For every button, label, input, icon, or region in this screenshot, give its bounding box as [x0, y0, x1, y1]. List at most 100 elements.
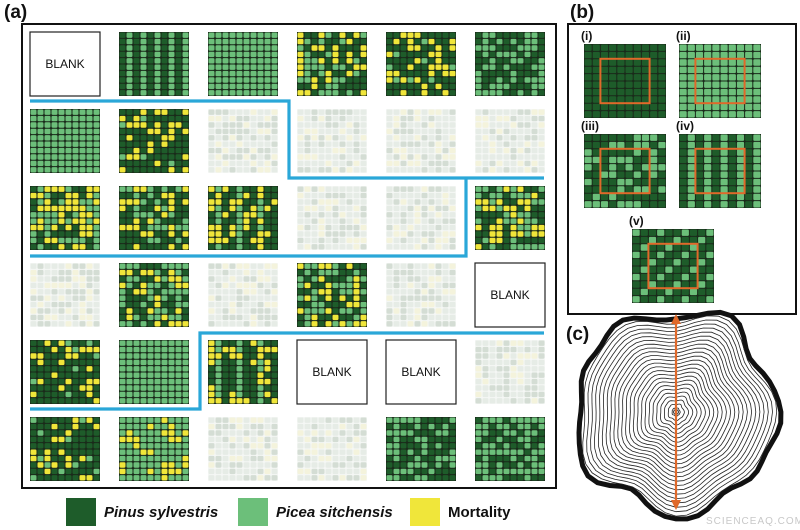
tree-cell	[510, 154, 517, 160]
tree-cell	[236, 366, 243, 372]
tree-cell	[208, 436, 215, 443]
tree-cell	[414, 122, 421, 128]
tree-cell	[517, 51, 524, 58]
tree-cell	[140, 58, 147, 64]
tree-cell	[421, 122, 428, 128]
tree-cell	[133, 314, 140, 321]
tree-cell	[400, 224, 407, 231]
tree-cell	[414, 314, 421, 321]
tree-cell	[428, 289, 435, 295]
tree-cell	[658, 201, 666, 208]
tree-cell	[182, 359, 189, 366]
tree-cell	[435, 135, 442, 141]
tree-cell	[712, 66, 720, 74]
tree-cell	[503, 186, 510, 192]
tree-cell	[126, 391, 133, 398]
tree-cell	[168, 346, 175, 353]
tree-cell	[538, 423, 545, 430]
tree-cell	[257, 443, 264, 449]
tree-cell	[133, 468, 140, 475]
tree-cell	[475, 45, 482, 51]
tree-cell	[208, 282, 215, 289]
tree-cell	[65, 186, 72, 192]
tree-cell	[428, 77, 435, 83]
tree-cell	[250, 154, 257, 160]
tree-cell	[243, 205, 250, 212]
tree-cell	[65, 353, 72, 359]
tree-cell	[264, 321, 271, 327]
tree-cell	[229, 398, 236, 404]
tree-cell	[475, 430, 482, 436]
tree-cell	[119, 147, 126, 154]
tree-cell	[208, 83, 215, 90]
tree-cell	[311, 160, 318, 167]
tree-cell	[325, 314, 332, 321]
tree-cell	[304, 475, 311, 481]
tree-cell	[421, 224, 428, 231]
tree-cell	[625, 171, 633, 178]
tree-cell	[51, 282, 58, 289]
tree-cell	[360, 314, 367, 321]
tree-cell	[126, 430, 133, 436]
tree-cell	[65, 128, 72, 135]
tree-cell	[44, 430, 51, 436]
tree-cell	[30, 186, 37, 192]
tree-cell	[414, 45, 421, 51]
tree-cell	[745, 186, 753, 193]
tree-cell	[175, 90, 182, 96]
tree-cell	[449, 423, 456, 430]
tree-cell	[346, 289, 353, 295]
tree-cell	[442, 282, 449, 289]
tree-cell	[168, 385, 175, 391]
tree-cell	[538, 443, 545, 449]
tree-cell	[400, 167, 407, 173]
tree-cell	[695, 164, 704, 171]
tree-cell	[65, 423, 72, 430]
tree-cell	[140, 38, 147, 45]
tree-cell	[346, 276, 353, 282]
tree-cell	[538, 192, 545, 199]
tree-cell	[524, 45, 531, 51]
tree-cell	[168, 417, 175, 423]
tree-cell	[93, 462, 100, 468]
tree-cell	[119, 366, 126, 372]
tree-cell	[400, 77, 407, 83]
tree-cell	[154, 167, 161, 173]
tree-cell	[435, 115, 442, 122]
tree-cell	[393, 212, 400, 218]
tree-cell	[325, 295, 332, 301]
tree-cell	[640, 273, 648, 281]
tree-cell	[161, 269, 168, 276]
tree-cell	[297, 468, 304, 475]
tree-cell	[168, 109, 175, 115]
tree-cell	[393, 244, 400, 250]
tree-cell	[58, 385, 65, 391]
tree-cell	[503, 385, 510, 391]
tree-cell	[658, 44, 666, 51]
tree-cell	[215, 353, 222, 359]
tree-cell	[229, 244, 236, 250]
tree-cell	[510, 109, 517, 115]
tree-cell	[161, 468, 168, 475]
tree-cell	[297, 276, 304, 282]
tree-cell	[304, 58, 311, 64]
tree-cell	[271, 308, 278, 314]
tree-cell	[695, 44, 704, 51]
tree-cell	[524, 436, 531, 443]
tree-cell	[222, 154, 229, 160]
tree-cell	[538, 244, 545, 250]
tree-cell	[208, 38, 215, 45]
tree-cell	[65, 468, 72, 475]
tree-cell	[393, 462, 400, 468]
tree-cell	[182, 391, 189, 398]
tree-cell	[753, 141, 761, 149]
tree-cell	[658, 171, 666, 178]
tree-cell	[147, 436, 154, 443]
tree-cell	[30, 385, 37, 391]
tree-cell	[271, 353, 278, 359]
tree-cell	[86, 301, 93, 308]
tree-cell	[648, 251, 657, 259]
tree-cell	[442, 436, 449, 443]
tree-cell	[30, 430, 37, 436]
tree-cell	[318, 263, 325, 269]
